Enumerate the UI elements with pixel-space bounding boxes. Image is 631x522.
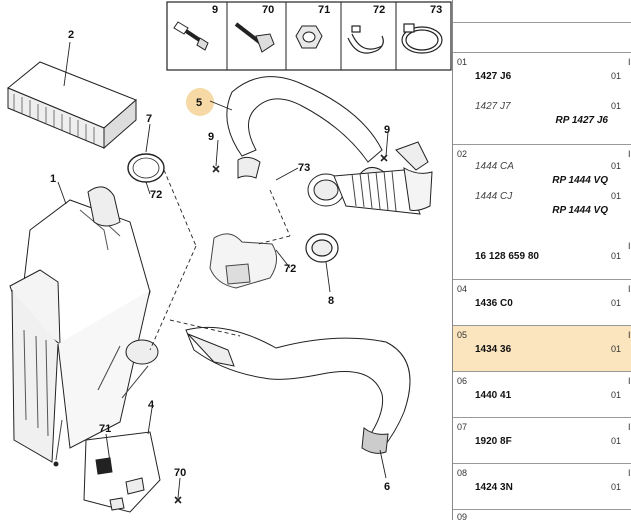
air-flow-meter <box>209 233 277 289</box>
part-ref[interactable]: 1424 3N <box>475 482 513 493</box>
leader-lines <box>57 41 389 499</box>
quantity: 01 <box>611 390 622 400</box>
parts-row[interactable]: 07 1920 8F 01 I <box>453 417 631 464</box>
lower-air-duct <box>185 326 411 454</box>
legend-label-71: 71 <box>318 4 330 16</box>
replacement-ref[interactable]: RP 1427 J6 <box>555 115 608 126</box>
part-ref[interactable]: 1920 8F <box>475 436 512 447</box>
callout-2: 2 <box>68 29 74 41</box>
clipped-col: I <box>628 330 631 340</box>
callout-73: 73 <box>298 162 310 174</box>
replacement-ref[interactable]: RP 1444 VQ <box>552 175 608 186</box>
parts-row[interactable]: 09 <box>453 509 631 522</box>
nut-icon <box>295 25 323 49</box>
parts-row[interactable]: 04 1436 C0 01 I <box>453 279 631 326</box>
row-index: 05 <box>457 330 468 340</box>
parts-list-panel: 01 1427 J6 1427 J7 RP 1427 J6 01 01 I 02… <box>452 0 631 522</box>
quantity: 01 <box>611 161 622 171</box>
seal-ring <box>127 153 165 183</box>
row-index: 08 <box>457 468 468 478</box>
part-ref[interactable]: 1434 36 <box>475 344 512 355</box>
parts-row[interactable]: 08 1424 3N 01 I <box>453 463 631 510</box>
quantity: 01 <box>611 191 622 201</box>
fastener-legend: 9 70 71 72 73 <box>166 1 452 71</box>
flexible-hose <box>307 141 433 215</box>
highlight-bubble <box>186 88 214 116</box>
quantity: 01 <box>611 436 622 446</box>
callout-72-left: 72 <box>150 189 162 201</box>
callout-7: 7 <box>146 113 152 125</box>
exploded-diagram: 9 70 71 72 73 <box>7 1 452 513</box>
quantity: 01 <box>611 482 622 492</box>
row-index: 02 <box>457 149 468 159</box>
parts-row-selected[interactable]: 05 1434 36 01 I <box>453 325 631 372</box>
callout-9-left: 9 <box>208 131 214 143</box>
callout-8: 8 <box>328 295 334 307</box>
clipped-col: I <box>628 376 631 386</box>
parts-row[interactable]: 06 1440 41 01 I <box>453 371 631 418</box>
screw-icon <box>173 21 209 51</box>
clamp-collar-icon <box>347 25 384 54</box>
air-filter-housing <box>9 186 159 467</box>
quantity: 01 <box>611 344 622 354</box>
row-index: 09 <box>457 512 468 522</box>
quantity: 01 <box>611 71 622 81</box>
assembly-dash-lines <box>149 169 291 351</box>
part-ref[interactable]: 1427 J6 <box>475 71 512 82</box>
row-index: 06 <box>457 376 468 386</box>
legend-label-73: 73 <box>430 4 442 16</box>
clipped-col: I <box>628 422 631 432</box>
callout-9-right: 9 <box>384 124 390 136</box>
clipped-col: I <box>628 284 631 294</box>
part-ref[interactable]: 1440 41 <box>475 390 512 401</box>
legend-label-9: 9 <box>212 4 218 16</box>
rubber-grommet <box>305 233 339 263</box>
row-index: 01 <box>457 57 468 67</box>
quantity: 01 <box>611 298 622 308</box>
part-ref[interactable]: 1436 C0 <box>475 298 513 309</box>
clipped-col: I <box>628 468 631 478</box>
quantity: 01 <box>611 251 622 261</box>
callout-72-right: 72 <box>284 263 296 275</box>
panel-header-strip <box>453 0 631 23</box>
replacement-ref[interactable]: RP 1444 VQ <box>552 205 608 216</box>
row-index: 07 <box>457 422 468 432</box>
part-alt-ref[interactable]: 1444 CA <box>475 161 514 172</box>
callout-4: 4 <box>148 399 155 411</box>
clipped-col: I <box>628 149 631 159</box>
callout-71: 71 <box>99 423 111 435</box>
parts-row[interactable]: 01 1427 J6 1427 J7 RP 1427 J6 01 01 I <box>453 52 631 145</box>
fastener-markers <box>174 154 388 504</box>
legend-label-70: 70 <box>262 4 274 16</box>
parts-row[interactable]: 02 1444 CA RP 1444 VQ 1444 CJ RP 1444 VQ… <box>453 144 631 280</box>
stud-bolt-icon <box>234 22 275 53</box>
hose-clamp-icon <box>401 23 443 54</box>
air-filter-element <box>7 61 137 150</box>
clipped-col: I <box>628 57 631 67</box>
row-index: 04 <box>457 284 468 294</box>
quantity: 01 <box>611 101 622 111</box>
clipped-col: I <box>628 241 631 251</box>
callout-5: 5 <box>196 97 202 109</box>
part-ref[interactable]: 16 128 659 80 <box>475 251 539 262</box>
callout-1: 1 <box>50 173 56 185</box>
callout-70: 70 <box>174 467 186 479</box>
callout-6: 6 <box>384 481 390 493</box>
part-alt-ref[interactable]: 1444 CJ <box>475 191 513 202</box>
mounting-bracket <box>83 431 161 513</box>
legend-label-72: 72 <box>373 4 385 16</box>
part-alt-ref[interactable]: 1427 J7 <box>475 101 511 112</box>
